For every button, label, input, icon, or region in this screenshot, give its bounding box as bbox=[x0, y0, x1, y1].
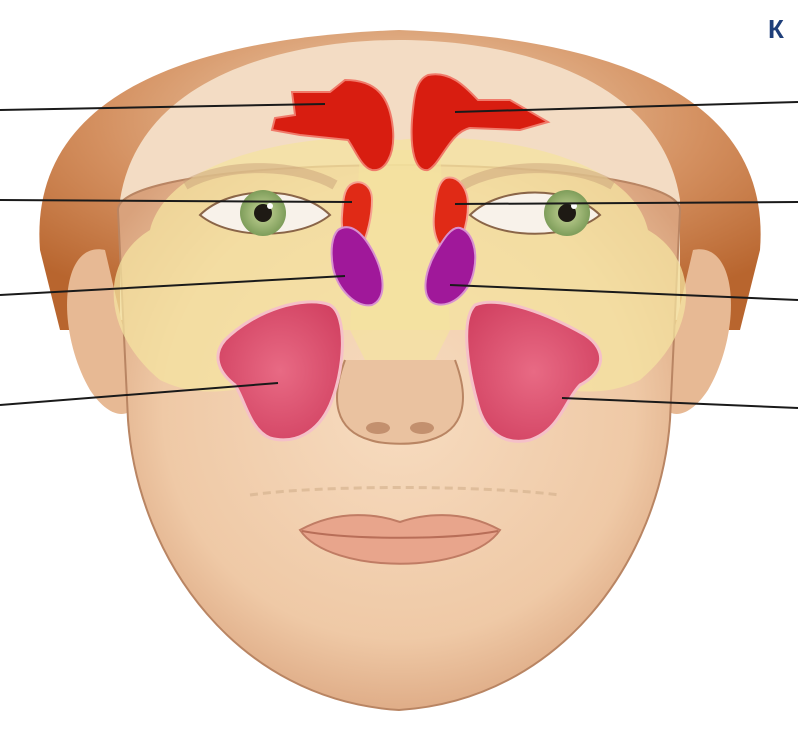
right-nostril-shape bbox=[410, 422, 434, 434]
left-nostril-shape bbox=[366, 422, 390, 434]
corner-text: К bbox=[768, 14, 798, 45]
nose-shape bbox=[337, 360, 463, 444]
